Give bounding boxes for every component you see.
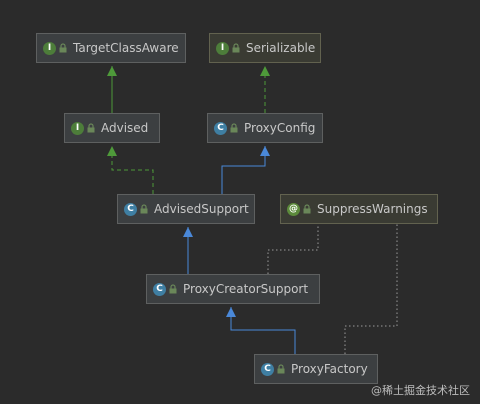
edge-line [267,224,319,274]
node-suppress-warnings[interactable]: @ SuppressWarnings [280,194,438,224]
edge-extends [183,227,193,274]
interface-icon: I [216,41,229,55]
node-serializable[interactable]: I Serializable [209,33,321,63]
lock-icon [87,123,95,133]
lock-icon [232,43,240,53]
node-target-class-aware[interactable]: I TargetClassAware [36,33,186,63]
lock-icon [230,123,238,133]
arrow-head [226,307,236,317]
node-proxy-factory[interactable]: C ProxyFactory [254,354,378,384]
arrow-head [260,146,270,156]
edge-extends [226,307,296,354]
node-proxy-config[interactable]: C ProxyConfig [207,113,323,143]
lock-icon [277,364,285,374]
lock-icon [303,204,311,214]
node-label: AdvisedSupport [154,202,249,216]
edge-extends [221,146,270,194]
node-label: Advised [101,121,149,135]
edge-line [230,307,296,354]
node-label: ProxyCreatorSupport [183,282,309,296]
edge-line [111,146,154,194]
edge-annotated-by [344,224,398,354]
node-label: ProxyFactory [291,362,368,376]
node-label: SuppressWarnings [317,202,428,216]
node-label: ProxyConfig [244,121,316,135]
class-icon: C [153,282,166,296]
class-icon: C [261,362,274,376]
class-icon: C [124,202,137,216]
node-label: Serializable [246,41,316,55]
edge-annotated-by [267,224,319,274]
edge-extends-interface [107,66,117,113]
edge-implements [260,66,270,113]
arrow-head [260,66,270,76]
node-advised[interactable]: I Advised [64,113,160,143]
lock-icon [140,204,148,214]
edge-implements [107,146,154,194]
interface-icon: I [71,121,84,135]
watermark: @稀土掘金技术社区 [371,384,470,397]
interface-icon: I [43,41,56,55]
node-advised-support[interactable]: C AdvisedSupport [117,194,255,224]
lock-icon [169,284,177,294]
annotation-icon: @ [287,202,300,216]
lock-icon [59,43,67,53]
node-label: TargetClassAware [73,41,179,55]
class-icon: C [214,121,227,135]
node-proxy-creator-support[interactable]: C ProxyCreatorSupport [146,274,320,304]
edge-line [221,146,266,194]
arrow-head [107,66,117,76]
arrow-head [183,227,193,237]
arrow-head [107,146,117,156]
edge-line [344,224,398,354]
